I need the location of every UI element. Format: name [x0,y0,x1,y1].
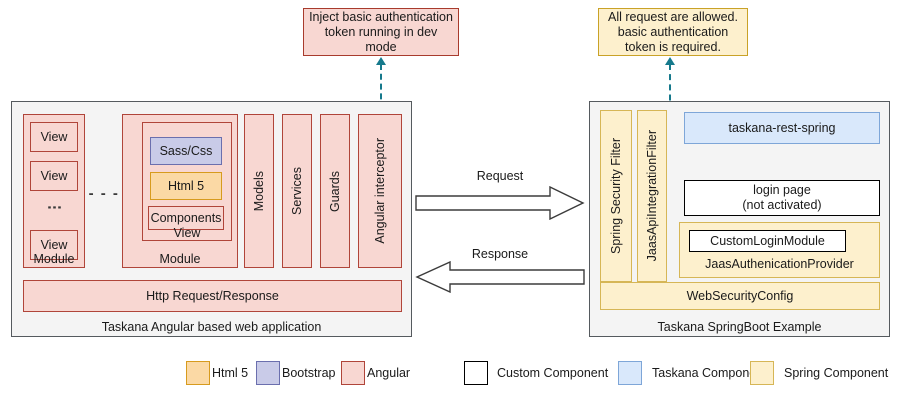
column-label: Services [289,167,304,215]
http-request-response-bar: Http Request/Response [23,280,402,312]
column-models: Models [244,114,274,268]
right-panel-caption: Taskana SpringBoot Example [657,319,822,334]
module-a-label: Module [33,251,75,266]
legend-label-angular: Angular [367,366,411,380]
view-label: View [40,129,68,144]
module-a-view-3: View [30,230,78,260]
module-b-view-label: View [173,225,201,240]
web-security-config-box: WebSecurityConfig [600,282,880,310]
legend-swatch-bootstrap [256,361,280,385]
module-a-vertical-ellipsis: ⋮ [46,199,63,217]
view-label: View [40,237,68,252]
legend-swatch-custom-component [464,361,488,385]
login-page-line: login page [753,183,811,197]
column-angular-interceptor: Angular interceptor [358,114,402,268]
callout-line: token is required. [625,39,721,54]
column-label: Guards [327,170,342,212]
column-label: Angular interceptor [372,138,387,244]
filter-jaas-api-integration: JaasApiIntegrationFilter [637,110,667,282]
jaas-authentication-provider-label: JaasAuthenicationProvider [705,256,854,271]
flow-arrow-request-icon [415,186,585,220]
login-page-box: login page (not activated) [684,180,880,216]
callout-angular-connector [380,64,382,119]
callout-spring-arrowhead-icon [665,57,675,65]
legend-swatch-angular [341,361,365,385]
module-separator-ellipsis: - - - [88,185,120,202]
callout-line: All request are allowed. [608,9,738,24]
taskana-rest-spring-box: taskana-rest-spring [684,112,880,144]
column-label: Models [251,170,266,212]
callout-angular-arrowhead-icon [376,57,386,65]
module-a-view-1: View [30,122,78,152]
flow-arrow-response-icon [415,261,585,293]
legend-label-taskana-component: Taskana Component [652,366,767,380]
login-page-line: (not activated) [742,198,822,212]
callout-line: mode [365,39,397,54]
callout-line: basic authentication [617,24,729,39]
callout-line: Inject basic authentication [309,9,453,24]
module-b-view-container [142,122,232,241]
module-b-html5-box: Html 5 [150,172,222,200]
column-guards: Guards [320,114,350,268]
flow-label-response: Response [471,246,529,261]
callout-line: token running in dev [324,24,438,39]
callout-spring-auth-note: All request are allowed. basic authentic… [598,8,748,56]
filter-label: Spring Security Filter [608,137,623,254]
legend-swatch-taskana-component [618,361,642,385]
module-b-components-box: Components [148,206,224,230]
view-label: View [40,168,68,183]
flow-label-request: Request [476,168,524,183]
legend-label-bootstrap: Bootstrap [282,366,336,380]
filter-spring-security: Spring Security Filter [600,110,632,282]
legend-label-html5: Html 5 [212,366,249,380]
module-a-view-2: View [30,161,78,191]
legend-label-spring-component: Spring Component [784,366,889,380]
column-services: Services [282,114,312,268]
legend-label-custom-component: Custom Component [497,366,609,380]
module-b-sass-css-box: Sass/Css [150,137,222,165]
left-panel-caption: Taskana Angular based web application [101,319,322,334]
module-b-label: Module [159,251,201,266]
filter-label: JaasApiIntegrationFilter [644,130,659,262]
legend-swatch-html5 [186,361,210,385]
callout-angular-dev-note: Inject basic authentication token runnin… [303,8,459,56]
legend-swatch-spring-component [750,361,774,385]
custom-login-module-box: CustomLoginModule [689,230,846,252]
